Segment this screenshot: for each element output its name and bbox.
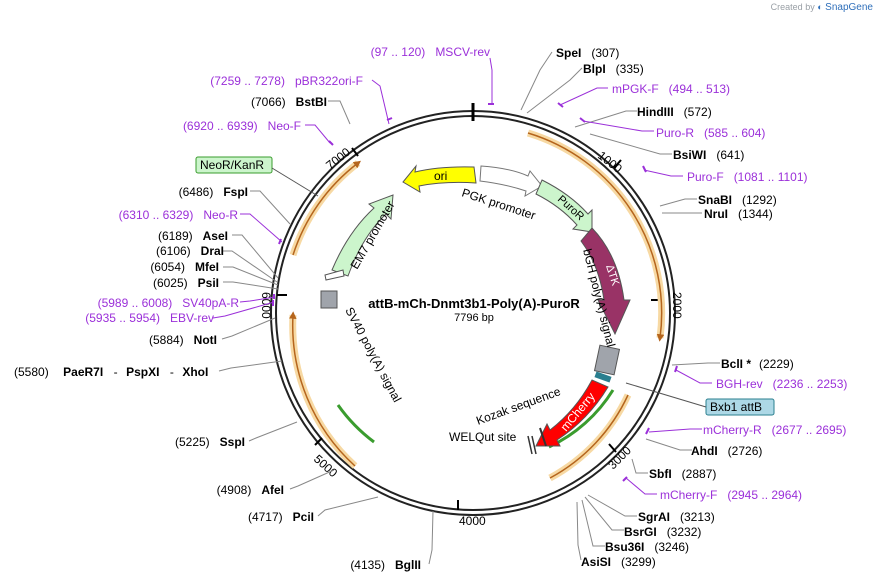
- kozak-label: Kozak sequence: [474, 384, 562, 428]
- tick-label-3000: 3000: [605, 443, 634, 472]
- orf-arcs: [289, 129, 666, 482]
- primer-neo-f: (6920 .. 6939)Neo-F: [183, 119, 301, 133]
- kozak-mark: [539, 427, 547, 447]
- snapgene-logo-icon: ◐: [817, 2, 823, 12]
- puror-feature: [535, 179, 593, 233]
- bxb1-site-feature: [594, 371, 612, 383]
- bxb1-label: Bxb1 attB: [710, 400, 762, 414]
- site-hindiii: HindIII(572): [637, 105, 712, 119]
- tick-label-2000: 2000: [670, 292, 684, 319]
- site-ahdi: AhdI(2726): [691, 444, 762, 458]
- site-psii: (6025)PsiI: [153, 276, 219, 290]
- primer-sv40pa-r: (5989 .. 6008)SV40pA-R: [98, 296, 240, 310]
- site-asei: (6189)AseI: [158, 229, 228, 243]
- site-bstbi: (7066)BstBI: [251, 95, 327, 109]
- site-sgrai: SgrAI(3213): [638, 510, 715, 524]
- primer-pbr322ori-f: (7259 .. 7278)pBR322ori-F: [210, 74, 363, 88]
- bgh-polya-feature: [593, 344, 621, 376]
- primer-mcherry-f: mCherry-F(2945 .. 2964): [660, 488, 802, 502]
- neor-feature: [331, 194, 394, 277]
- welqut-label: WELQut site: [449, 430, 517, 444]
- neor-label-box: [195, 156, 273, 174]
- neor-label: NeoR/KanR: [200, 158, 264, 172]
- welqut-mark-2: [531, 435, 537, 455]
- site-spei: SpeI(307): [556, 46, 619, 60]
- primer-puro-f: Puro-F(1081 .. 1101): [687, 170, 808, 184]
- site-sspi: (5225)SspI: [175, 435, 245, 449]
- site-bsu36i: Bsu36I(3246): [605, 540, 689, 554]
- primer-mscv-rev: (97 .. 120)MSCV-rev: [371, 45, 490, 59]
- tick-marks: [277, 147, 661, 510]
- site-drai: (6106)DraI: [156, 244, 224, 258]
- green-arc-2: [336, 404, 375, 444]
- primer-bgh-rev: BGH-rev(2236 .. 2253): [716, 377, 847, 391]
- primer-puro-r: Puro-R(585 .. 604): [656, 126, 765, 140]
- site-xhoi-group: (5580) PaeR7I - PspXI - XhoI: [14, 363, 208, 380]
- neor-leader: [271, 167, 319, 197]
- em7-feature: [324, 269, 345, 281]
- site-fspi: (6486)FspI: [179, 185, 248, 199]
- primer-marks: [272, 102, 678, 482]
- dtk-feature: [580, 227, 631, 336]
- primer-neo-r: (6310 .. 6329)Neo-R: [119, 208, 239, 222]
- ori-feature: [402, 164, 477, 193]
- mcherry-label: mCherry: [558, 390, 598, 434]
- site-blpi: BlpI(335): [583, 62, 644, 76]
- pgk-promoter-feature: [479, 165, 543, 197]
- site-mfei: (6054)MfeI: [150, 260, 219, 274]
- primer-mcherry-r: mCherry-R(2677 .. 2695): [703, 423, 846, 437]
- site-snabi: SnaBI(1292): [698, 193, 777, 207]
- sv40-polya-label: SV40 poly(A) signal: [342, 305, 404, 405]
- site-pcii: (4717)PciI: [248, 510, 314, 524]
- primer-mpgk-f: mPGK-F(494 .. 513): [612, 82, 730, 96]
- site-bglii: (4135)BglII: [350, 558, 421, 572]
- primer-ebv-rev: (5935 .. 5954)EBV-rev: [85, 311, 214, 325]
- sv40-polya-feature: [320, 290, 338, 309]
- ori-label: ori: [434, 169, 447, 183]
- plasmid-size: 7796 bp: [454, 312, 494, 324]
- primer-leader-lines: [212, 57, 712, 495]
- leader-lines: [218, 51, 720, 565]
- credit-brand: SnapGene: [825, 2, 873, 13]
- tick-label-5000: 5000: [311, 452, 340, 480]
- bxb1-leader: [625, 382, 707, 408]
- site-noti: (5884)NotI: [149, 333, 217, 347]
- tick-label-4000: 4000: [459, 514, 486, 528]
- site-bcli: BclI *(2229): [721, 357, 794, 371]
- site-bsrgi: BsrGI(3232): [624, 525, 701, 539]
- site-sbfi: SbfI(2887): [649, 467, 716, 481]
- plasmid-name: attB-mCh-Dnmt3b1-Poly(A)-PuroR: [368, 296, 580, 311]
- credit-prefix: Created by: [770, 2, 815, 12]
- site-afei: (4908)AfeI: [217, 483, 284, 497]
- site-asisi: AsiSI(3299): [581, 555, 656, 569]
- snapgene-credit: Created by ◐ SnapGene: [771, 2, 873, 13]
- site-bsiwi: BsiWI(641): [673, 148, 744, 162]
- site-nrui: NruI(1344): [704, 207, 773, 221]
- welqut-mark-1: [527, 435, 533, 455]
